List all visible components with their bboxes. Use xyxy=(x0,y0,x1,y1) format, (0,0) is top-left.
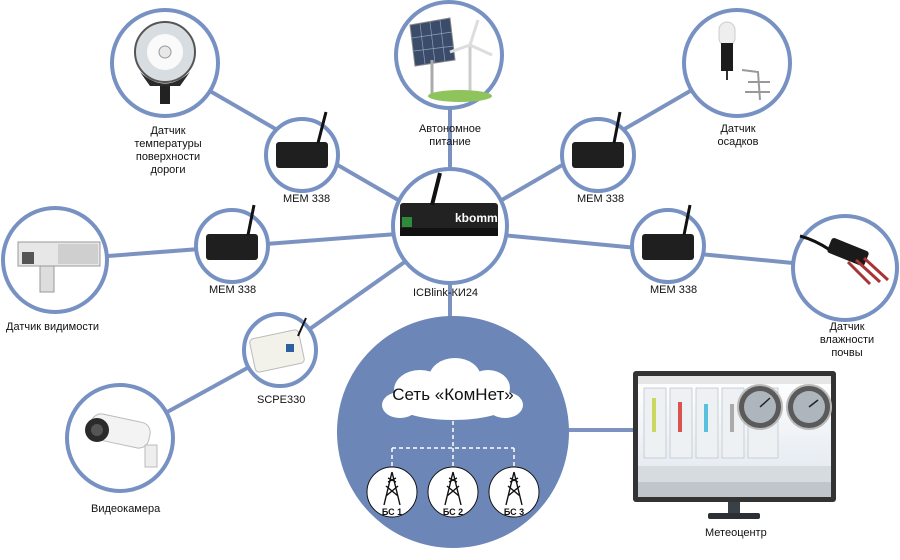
power-node xyxy=(394,0,504,110)
weather-center-monitor xyxy=(633,371,836,519)
weather-center-label: Метеоцентр xyxy=(705,527,767,539)
road-sensor-label: Датчик температуры поверхности дороги xyxy=(134,125,202,176)
road-sensor-node xyxy=(110,8,220,118)
base-station-1 xyxy=(366,466,418,518)
cloud xyxy=(382,358,523,420)
network-circle xyxy=(337,316,569,548)
visibility-sensor-label: Датчик видимости xyxy=(6,321,100,333)
soil-sensor-node xyxy=(791,214,899,322)
rain-sensor-label: Датчик осадков xyxy=(717,123,759,148)
cloud-label: Сеть «КомНет» xyxy=(392,385,514,404)
mem-modem-left xyxy=(194,204,270,284)
power-label: Автономное питание xyxy=(418,123,482,148)
mem-modem-right xyxy=(630,204,706,284)
base-station-2 xyxy=(427,466,479,518)
mem-left-label: MEM 338 xyxy=(209,284,257,296)
bs-2-label: БС 2 xyxy=(442,507,464,517)
visibility-sensor-node xyxy=(1,206,109,314)
hub-label: ICBlink-КИ24 xyxy=(413,287,479,299)
mem-modem-top-right xyxy=(560,111,636,193)
scpe-label: SCPE330 xyxy=(257,394,306,406)
tower-icons xyxy=(383,471,523,506)
mem-right-label: MEM 338 xyxy=(650,284,698,296)
hub-node xyxy=(391,167,509,285)
soil-sensor-label: Датчик влажности почвы xyxy=(819,321,875,359)
mem-modem-top-left xyxy=(264,111,340,193)
camera-label: Видеокамера xyxy=(91,503,161,515)
scpe-modem xyxy=(242,312,318,388)
rain-sensor-node xyxy=(682,8,792,118)
camera-node xyxy=(65,383,175,493)
bs-3-label: БС 3 xyxy=(503,507,525,517)
base-station-3 xyxy=(488,466,540,518)
mem-top-right-label: MEM 338 xyxy=(577,193,625,205)
mem-top-left-label: MEM 338 xyxy=(283,193,331,205)
bs-1-label: БС 1 xyxy=(381,507,403,517)
hub-logo: kbomm xyxy=(455,211,498,225)
